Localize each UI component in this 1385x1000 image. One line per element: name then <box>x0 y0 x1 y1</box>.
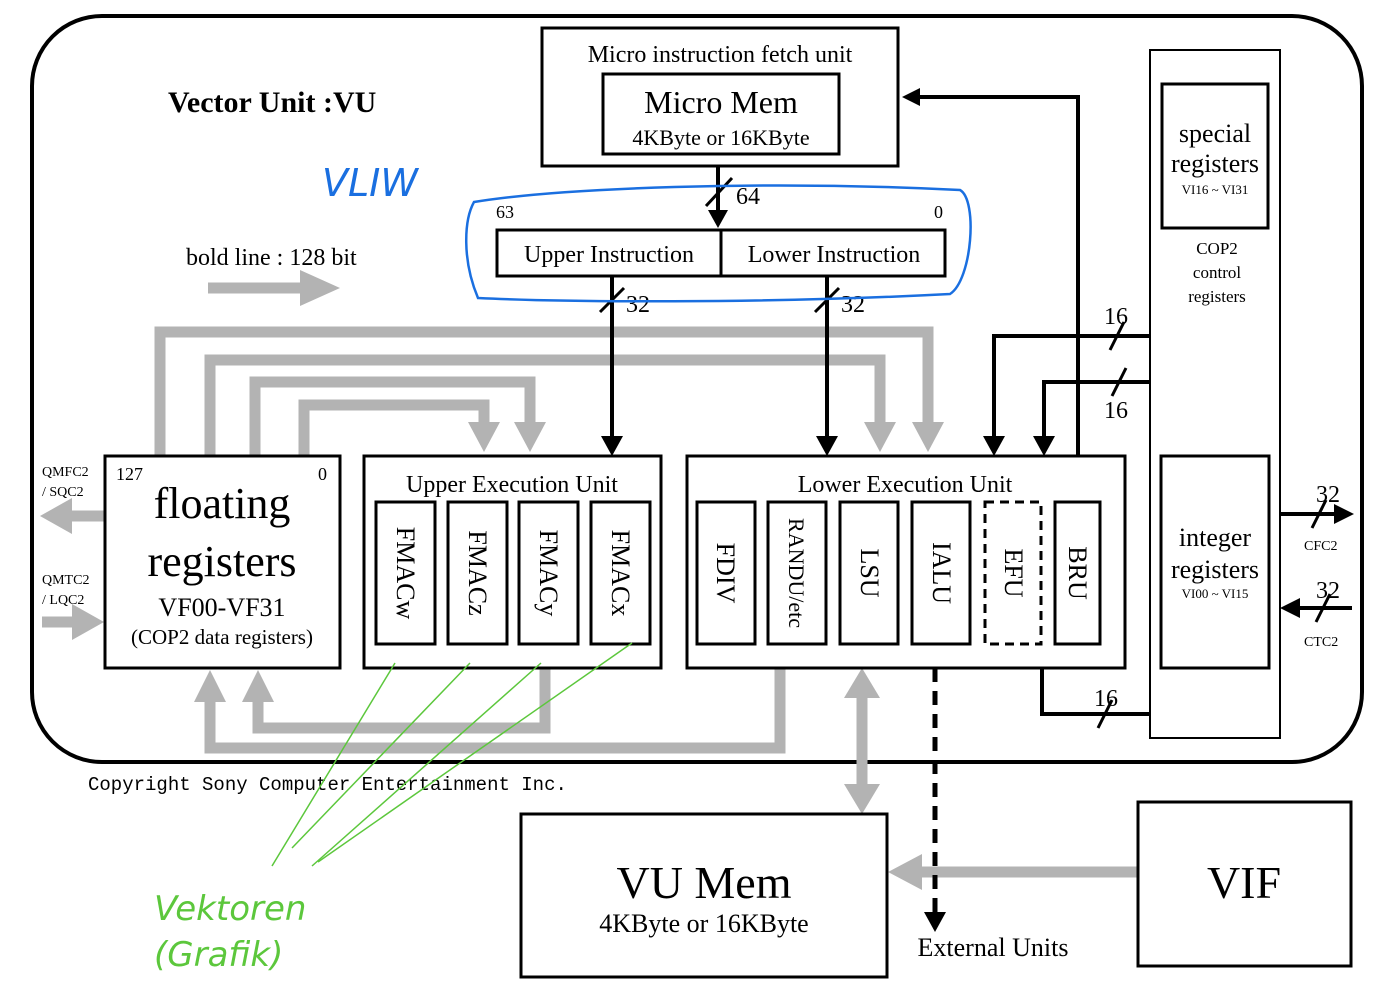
bus-lsu-vumem <box>844 668 880 814</box>
micro-mem-title: Micro Mem <box>644 84 798 120</box>
float-range: VF00-VF31 <box>158 593 285 622</box>
width-cfc2-label: 32 <box>1316 482 1340 508</box>
integer-registers: integer registers VI00 ~ VI15 <box>1159 454 1271 670</box>
vliw-annotation: VLIW <box>322 161 972 303</box>
line-bru-to-fetch <box>902 88 1080 502</box>
cfc2-label: CFC2 <box>1304 539 1337 554</box>
diagram-title: Vector Unit :VU <box>168 86 376 119</box>
lsu-unit: LSU <box>855 548 884 597</box>
vu-mem-title: VU Mem <box>616 857 791 908</box>
bus-floating-to-upper <box>249 376 546 455</box>
special-registers-line1: special <box>1179 119 1251 148</box>
lower-exec-title: Lower Execution Unit <box>798 472 1013 498</box>
qmtc2-label-2: / LQC2 <box>42 593 84 608</box>
fdiv-unit: FDIV <box>711 543 740 604</box>
width-upper-label: 32 <box>626 292 650 318</box>
instr-bit-hi: 63 <box>496 202 514 222</box>
copyright-text: Copyright Sony Computer Entertainment In… <box>88 774 567 796</box>
integer-line2: registers <box>1171 555 1259 584</box>
legend-arrow <box>208 270 340 306</box>
efu-unit: EFU <box>999 548 1028 597</box>
cop2-control-line1: COP2 <box>1196 239 1238 258</box>
integer-line1: integer <box>1179 523 1252 552</box>
micro-mem-size: 4KByte or 16KByte <box>632 125 809 150</box>
upper-instruction-label: Upper Instruction <box>524 242 694 268</box>
lower-instruction-label: Lower Instruction <box>748 242 921 268</box>
vektoren-line1: Vektoren <box>154 889 306 929</box>
cop2-control-line2: control <box>1193 263 1241 282</box>
randu-unit: RANDU/etc <box>784 518 809 628</box>
qmtc2-label-1: QMTC2 <box>42 573 89 588</box>
vektoren-annotation: Vektoren (Grafik) <box>154 642 633 975</box>
instruction-word: 63 0 Upper Instruction Lower Instruction <box>495 202 947 278</box>
special-registers-range: VI16 ~ VI31 <box>1182 182 1249 197</box>
float-bit-lo: 0 <box>318 464 327 484</box>
vector-unit-frame <box>30 14 1364 764</box>
bus-floating-to-lower <box>154 326 944 455</box>
line-ctc2-in: 32 CTC2 <box>1280 578 1352 650</box>
qmfc2-label-2: / SQC2 <box>42 485 84 500</box>
vif-label: VIF <box>1207 857 1281 908</box>
bus-qmtc2-in <box>42 604 104 640</box>
width-lower-label: 32 <box>841 292 865 318</box>
line-lower-instr-to-lower-exec: 32 <box>813 276 865 456</box>
width-ctc2-label: 32 <box>1316 578 1340 604</box>
vliw-handwritten: VLIW <box>322 161 419 205</box>
lower-execution-unit: Lower Execution Unit FDIV RANDU/etc LSU … <box>685 454 1127 670</box>
qmfc2-label-1: QMFC2 <box>42 465 89 480</box>
float-line1: floating <box>154 479 291 528</box>
vif-block: VIF <box>1136 800 1353 968</box>
vu-mem-size: 4KByte or 16KByte <box>599 909 808 938</box>
ialu-unit: IALU <box>927 542 956 604</box>
float-bit-hi: 127 <box>116 464 143 484</box>
bus-vif-to-vumem <box>888 854 1138 890</box>
bru-unit: BRU <box>1063 546 1092 600</box>
fetch-unit-label: Micro instruction fetch unit <box>588 42 853 68</box>
line-ialu-to-external <box>924 668 946 932</box>
line-upper-instr-to-upper-exec: 32 <box>598 276 650 456</box>
float-note: (COP2 data registers) <box>131 625 313 649</box>
width-bus-b-label: 16 <box>1104 398 1128 424</box>
legend-text: bold line : 128 bit <box>186 245 357 271</box>
width-fetch-label: 64 <box>736 184 760 210</box>
special-registers-line2: registers <box>1171 149 1259 178</box>
line-cfc2-out: 32 CFC2 <box>1270 482 1354 554</box>
integer-range: VI00 ~ VI15 <box>1182 586 1249 601</box>
floating-registers: 127 0 floating registers VF00-VF31 (COP2… <box>103 454 342 670</box>
fetch-unit: Micro instruction fetch unit Micro Mem 4… <box>540 26 900 168</box>
ctc2-label: CTC2 <box>1304 635 1338 650</box>
line-fetch-to-instruction: 64 <box>704 166 760 228</box>
external-units-label: External Units <box>918 933 1069 962</box>
width-bus-a-label: 16 <box>1104 304 1128 330</box>
vu-mem: VU Mem 4KByte or 16KByte <box>519 812 889 979</box>
upper-exec-title: Upper Execution Unit <box>406 472 618 498</box>
bus-qmfc2-out <box>40 498 104 534</box>
instr-bit-lo: 0 <box>934 202 943 222</box>
bus-exec-return <box>194 668 786 754</box>
fmac-z: FMACz <box>463 530 492 615</box>
fmac-y: FMACy <box>534 530 563 617</box>
float-line2: registers <box>147 537 296 586</box>
width-bus-c-label: 16 <box>1094 686 1118 712</box>
vektoren-line2: (Grafik) <box>154 935 283 975</box>
fmac-w: FMACw <box>391 527 420 620</box>
fmac-x: FMACx <box>606 530 635 617</box>
cop2-control-line3: registers <box>1188 287 1246 306</box>
upper-execution-unit: Upper Execution Unit FMACw FMACz FMACy F… <box>362 454 663 670</box>
